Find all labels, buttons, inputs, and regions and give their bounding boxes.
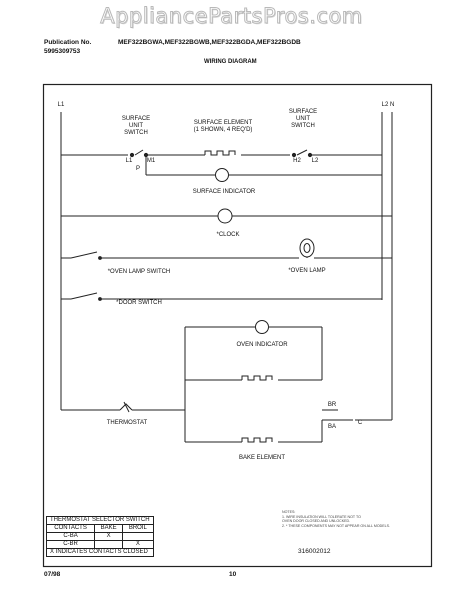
broil-element-symbol (241, 375, 273, 381)
bake-element-symbol (241, 437, 273, 443)
surface-element-label: SURFACE ELEMENT (194, 120, 253, 126)
terminal-m1-label: M1 (147, 158, 156, 164)
table-cell: X (94, 532, 124, 541)
terminal-p-label: P (136, 166, 140, 172)
diagram-notes: NOTES: 1. WIRE INSULATION WILL TOLERATE … (282, 510, 422, 528)
thermostat-arrow (123, 401, 130, 413)
oven-lamp-label: *OVEN LAMP (288, 268, 325, 274)
notes-line-1: 1. WIRE INSULATION WILL TOLERATE NOT TO (282, 514, 361, 519)
clock-motor (217, 208, 233, 224)
terminal-h2 (291, 152, 297, 158)
surface-element-note: (1 SHOWN, 4 REQ'D) (194, 127, 253, 133)
c-label: C (358, 420, 363, 426)
page-number: 10 (229, 571, 237, 578)
notes-label: NOTES: (282, 510, 296, 514)
diagram-title: WIRING DIAGRAM (204, 59, 257, 65)
surface-switch-left-line1: SURFACE (122, 116, 150, 122)
table-row: C-BR X (45, 540, 154, 549)
surface-switch-left-line2: UNIT (129, 123, 143, 129)
table-header-bake: BAKE (94, 524, 124, 533)
notes-line-3: 2. * THESE COMPONENTS MAY NOT APPEAR ON … (282, 523, 391, 528)
switch-contact (134, 149, 144, 156)
surface-switch-right-line1: SURFACE (289, 109, 317, 115)
surface-element-symbol (204, 150, 236, 156)
l2-n-label: L2 N (382, 102, 395, 108)
publication-label: Publication No. (44, 39, 92, 46)
switch-contact (296, 149, 308, 156)
publication-number: 5995309753 (44, 48, 81, 55)
terminal-l1 (129, 152, 135, 158)
surface-indicator-lamp (215, 168, 229, 182)
surface-indicator-label: SURFACE INDICATOR (193, 189, 256, 195)
surface-switch-right-line2: UNIT (296, 116, 310, 122)
oven-indicator-label: OVEN INDICATOR (236, 342, 288, 348)
ba-label: BA (328, 424, 336, 430)
oven-lamp-filament (303, 243, 311, 253)
oven-indicator-lamp (255, 320, 269, 334)
oven-lamp-switch-contact (70, 251, 98, 259)
table-title: THERMOSTAT SELECTOR SWITCH (46, 516, 154, 525)
publication-date: 07/98 (44, 571, 61, 578)
bake-element-label: BAKE ELEMENT (239, 455, 285, 461)
table-cell: X (122, 540, 154, 549)
door-switch-contact (70, 292, 98, 300)
diagram-border (42, 83, 433, 568)
table-row: C-BA X (45, 532, 154, 541)
br-label: BR (328, 402, 337, 408)
model-numbers: MEF322BGWA,MEF322BGWB,MEF322BGDA,MEF322B… (118, 39, 301, 46)
clock-label: *CLOCK (216, 232, 239, 238)
table-header-contacts: CONTACTS (45, 524, 96, 533)
table-cell (122, 532, 154, 541)
terminal-l1-label: L1 (126, 158, 133, 164)
notes-line-2: OVEN DOOR CLOSED AND UNLOCKED. (282, 519, 351, 524)
thermostat-label: THERMOSTAT (107, 420, 148, 426)
terminal-h2-label: H2 (293, 158, 301, 164)
oven-lamp-switch-label: *OVEN LAMP SWITCH (108, 269, 171, 275)
table-footnote: X INDICATES CONTACTS CLOSED (46, 548, 154, 557)
table-cell (94, 540, 124, 549)
oven-lamp-bulb (299, 238, 315, 258)
table-cell: C-BA (45, 532, 96, 541)
table-cell: C-BR (45, 540, 96, 549)
surface-switch-left-line3: SWITCH (124, 130, 148, 136)
table-header-broil: BROIL (122, 524, 154, 533)
l1-label: L1 (58, 102, 65, 108)
door-switch-label: *DOOR SWITCH (116, 300, 162, 306)
thermostat-contact (119, 403, 133, 411)
thermostat-selector-table: THERMOSTAT SELECTOR SWITCH CONTACTS BAKE… (45, 516, 154, 557)
document-code: 316002012 (298, 548, 331, 555)
watermark: AppliancePartsPros.com (100, 4, 363, 29)
terminal-l2-label: L2 (312, 158, 319, 164)
surface-switch-right-line3: SWITCH (291, 123, 315, 129)
